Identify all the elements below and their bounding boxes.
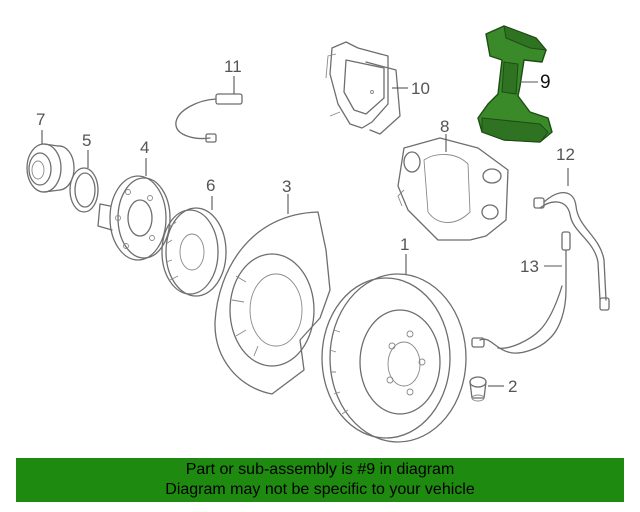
part-3-backing-plate — [214, 211, 331, 395]
part-7-wheel-bearing — [26, 143, 75, 193]
part-12-abs-harness — [533, 192, 610, 311]
part-11-wear-sensor — [175, 93, 243, 143]
svg-text:6: 6 — [206, 176, 215, 195]
callout-4: 4 — [140, 138, 149, 176]
svg-text:13: 13 — [520, 257, 539, 276]
svg-text:12: 12 — [556, 145, 575, 164]
svg-text:11: 11 — [224, 57, 242, 76]
callout-13: 13 — [520, 257, 562, 276]
callout-1: 1 — [400, 235, 409, 274]
callout-6: 6 — [206, 176, 215, 210]
svg-text:8: 8 — [440, 117, 449, 136]
part-8-brake-caliper — [397, 137, 509, 241]
callout-7: 7 — [36, 110, 45, 144]
callout-3: 3 — [282, 177, 291, 214]
svg-text:2: 2 — [508, 377, 517, 396]
callout-5: 5 — [82, 131, 91, 168]
banner-line-1: Part or sub-assembly is #9 in diagram — [185, 461, 455, 478]
brake-assembly-diagram: 7 5 4 6 — [26, 25, 610, 443]
callout-2: 2 — [488, 377, 517, 396]
callout-8: 8 — [440, 117, 449, 152]
part-6-dust-cover — [161, 207, 227, 297]
svg-text:5: 5 — [82, 131, 91, 150]
svg-text:1: 1 — [400, 235, 409, 254]
callout-11: 11 — [224, 57, 242, 94]
callout-12: 12 — [556, 145, 575, 186]
info-banner: Part or sub-assembly is #9 in diagram Di… — [16, 458, 624, 502]
svg-text:4: 4 — [140, 138, 149, 157]
callout-10: 10 — [392, 79, 430, 98]
part-5-snap-ring — [69, 167, 99, 213]
part-9-caliper-carrier — [477, 25, 553, 143]
callout-9: 9 — [520, 72, 551, 93]
banner-line-2: Diagram may not be specific to your vehi… — [165, 481, 475, 498]
svg-text:10: 10 — [411, 79, 430, 98]
part-1-brake-disc — [321, 273, 467, 443]
part-4-wheel-hub — [97, 175, 171, 261]
part-10-brake-pads — [325, 41, 401, 135]
svg-text:7: 7 — [36, 110, 45, 129]
part-13-abs-sensor — [471, 231, 571, 354]
part-2-bolt — [469, 376, 487, 402]
svg-text:3: 3 — [282, 177, 291, 196]
svg-text:9: 9 — [540, 72, 551, 93]
